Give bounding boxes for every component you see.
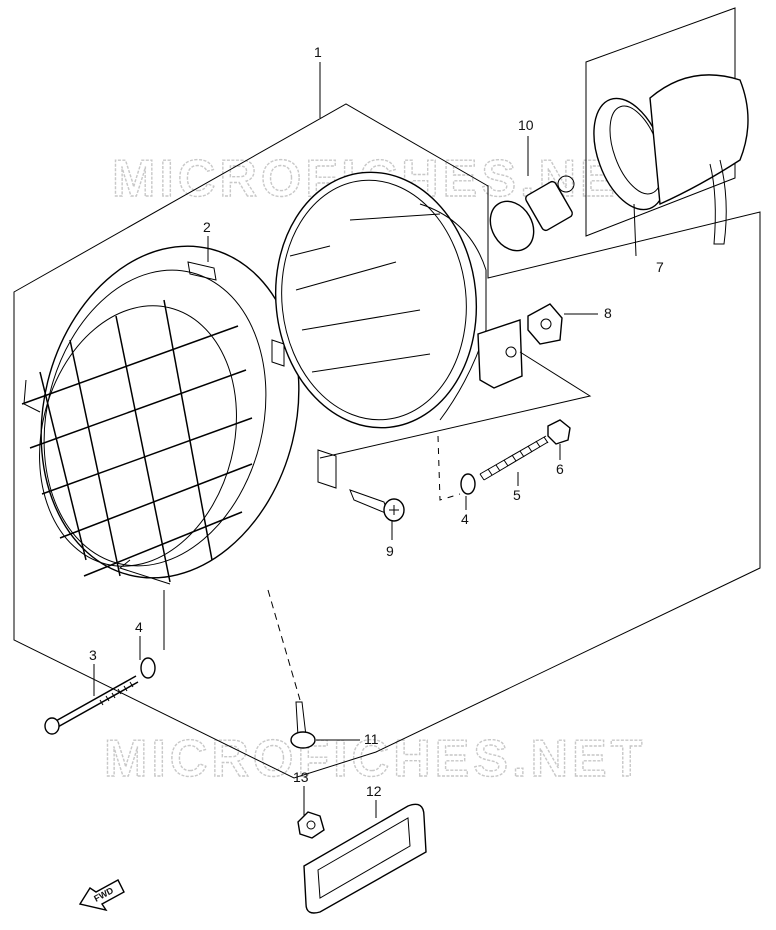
reflector	[303, 803, 427, 914]
headlight-grille	[21, 299, 253, 585]
bracket-guide	[319, 351, 592, 459]
long-bolt	[44, 675, 139, 735]
callout-1: 1	[314, 44, 322, 60]
callout-10: 10	[518, 117, 534, 133]
callout-2: 2	[203, 219, 211, 235]
callout-13: 13	[293, 769, 309, 785]
callout-4-lower: 4	[135, 619, 143, 635]
callout-3: 3	[89, 647, 97, 663]
mounting-screw	[267, 589, 316, 749]
sealed-beam-lens	[274, 171, 523, 429]
watermark-bottom: MICROFICHES.NET	[104, 730, 646, 788]
washer-lower	[140, 657, 156, 679]
bulb-socket	[593, 74, 749, 245]
spring	[479, 435, 549, 481]
callout-11: 11	[364, 731, 379, 747]
callout-9: 9	[386, 543, 394, 559]
nut-clip	[527, 303, 563, 345]
headlight-housing	[40, 245, 337, 579]
forward-direction-arrow: FWD	[78, 879, 125, 912]
assembly-outline	[13, 103, 761, 779]
callout-8: 8	[604, 305, 612, 321]
adjuster-nut	[547, 419, 571, 445]
callout-12: 12	[366, 783, 382, 799]
callout-5: 5	[513, 487, 521, 503]
callout-4-upper: 4	[461, 511, 469, 527]
socket-inset-box	[585, 7, 736, 237]
callout-numbers: 1 2 3 4 4 5 6 7 8 9 10 11 12 13	[89, 44, 664, 799]
callout-7: 7	[656, 259, 664, 275]
bulb	[489, 175, 575, 252]
callout-6: 6	[556, 461, 564, 477]
adjusting-screw	[349, 489, 405, 522]
flange-nut	[297, 811, 325, 839]
washer-upper	[460, 473, 476, 495]
leader-lines	[93, 62, 637, 818]
